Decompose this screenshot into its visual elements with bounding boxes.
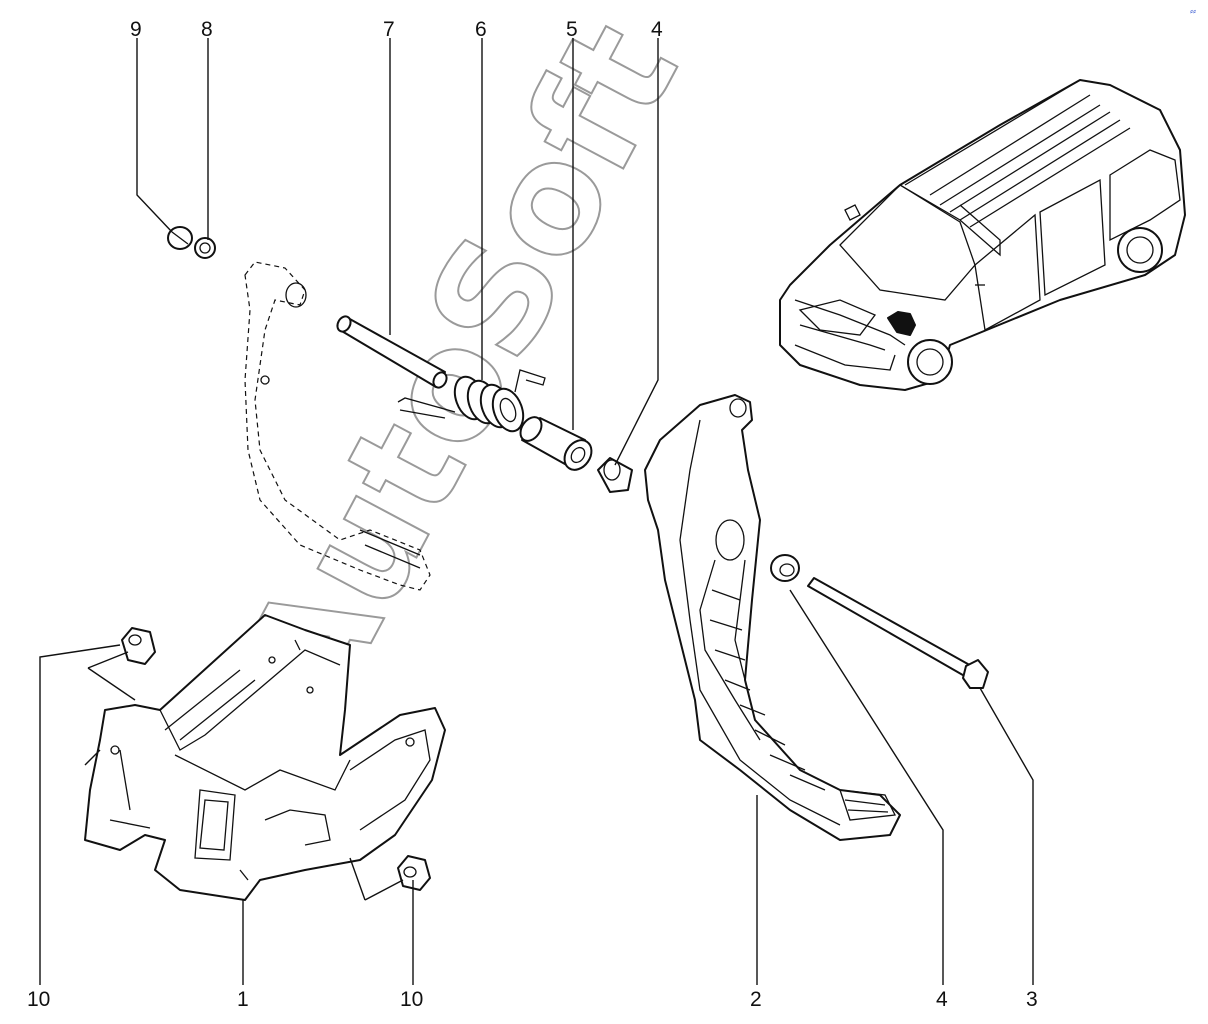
bolt-part-3 xyxy=(807,577,989,689)
brake-pedal-ghost xyxy=(244,261,431,591)
callout-7: 7 xyxy=(383,18,395,41)
pedal-bracket-part-1 xyxy=(84,614,446,901)
bushing-part-5 xyxy=(519,416,593,471)
bushing-part-4-lower xyxy=(770,554,800,582)
callout-2: 2 xyxy=(750,988,762,1011)
callout-10-left: 10 xyxy=(27,988,50,1011)
corner-mark: ⸗⸗ xyxy=(1190,7,1196,17)
clutch-pedal-part-2 xyxy=(644,394,901,841)
nut-part-10-lower xyxy=(397,855,431,891)
callout-10-bottom: 10 xyxy=(400,988,423,1011)
bushing-part-4-upper xyxy=(597,457,633,493)
callout-4-bottom: 4 xyxy=(936,988,948,1011)
spring-part-6 xyxy=(397,369,546,433)
callout-8: 8 xyxy=(201,18,213,41)
washer-part-8 xyxy=(194,237,216,259)
callout-6: 6 xyxy=(475,18,487,41)
callout-9: 9 xyxy=(130,18,142,41)
callout-4-top: 4 xyxy=(651,18,663,41)
pin-part-7 xyxy=(336,315,448,389)
callout-5: 5 xyxy=(566,18,578,41)
nut-part-9 xyxy=(167,226,193,250)
callout-1: 1 xyxy=(237,988,249,1011)
callout-3: 3 xyxy=(1026,988,1038,1011)
leader-lines xyxy=(39,38,1034,985)
nut-part-10-upper xyxy=(121,627,156,665)
vehicle-illustration xyxy=(779,79,1186,391)
